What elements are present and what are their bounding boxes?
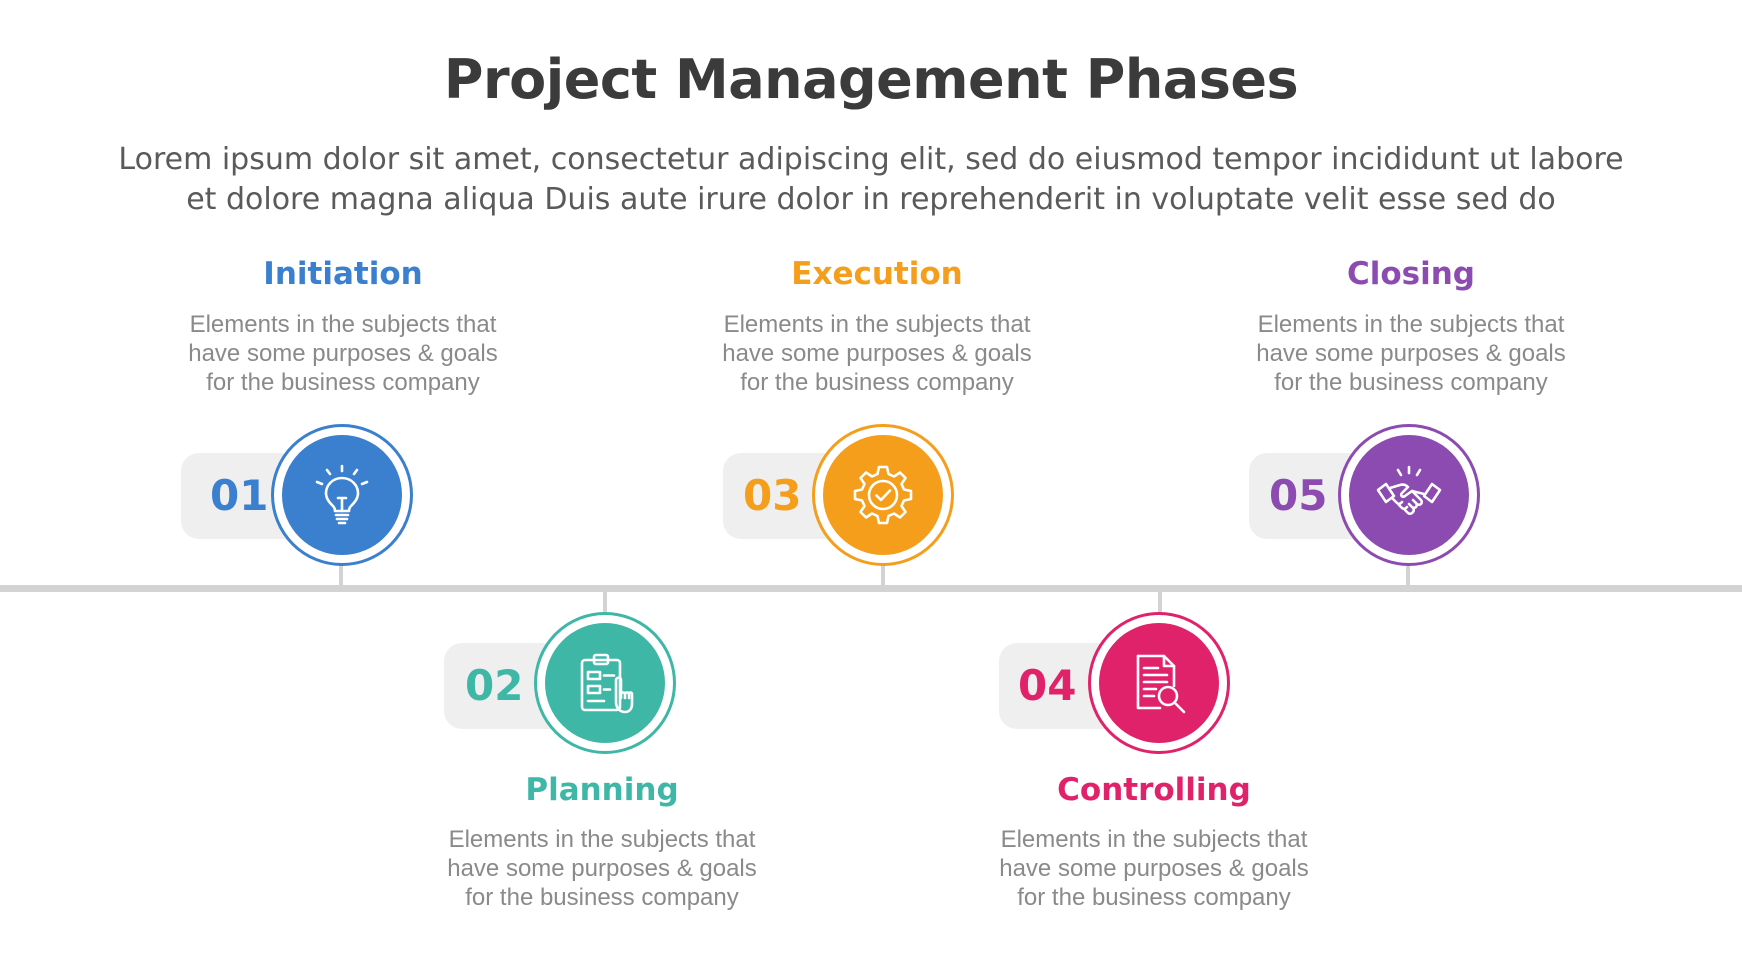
phase-circle-fill-05 [1349, 435, 1469, 555]
phase-circle-03 [812, 424, 954, 566]
gear-icon [853, 465, 913, 525]
phase-circle-fill-01 [282, 435, 402, 555]
phase-number-05: 05 [1269, 471, 1328, 520]
phase-circle-02 [534, 612, 676, 754]
desc-line: for the business company [206, 369, 480, 396]
desc-line: have some purposes & goals [999, 855, 1309, 882]
lightbulb-icon [315, 464, 369, 525]
desc-line: Elements in the subjects that [1257, 311, 1565, 338]
connector-01 [339, 565, 343, 587]
phase-circle-fill-02 [545, 623, 665, 743]
subtitle-line-2: et dolore magna aliqua Duis aute irure d… [186, 182, 1556, 217]
phase-title-planning: Planning [525, 772, 679, 808]
phase-title-initiation: Initiation [263, 256, 423, 292]
desc-line: for the business company [1017, 884, 1291, 911]
phase-desc-initiation: Elements in the subjects that have some … [133, 310, 553, 397]
subtitle-line-1: Lorem ipsum dolor sit amet, consectetur … [118, 142, 1624, 177]
connector-02 [603, 590, 607, 612]
connector-03 [881, 565, 885, 587]
phase-circle-05 [1338, 424, 1480, 566]
clipboard-icon [580, 653, 634, 714]
phase-number-03: 03 [743, 471, 802, 520]
phase-desc-execution: Elements in the subjects that have some … [667, 310, 1087, 397]
page-subtitle: Lorem ipsum dolor sit amet, consectetur … [71, 140, 1671, 220]
desc-line: for the business company [465, 884, 739, 911]
desc-line: Elements in the subjects that [1000, 826, 1308, 853]
phase-number-02: 02 [465, 661, 524, 710]
phase-circle-fill-04 [1099, 623, 1219, 743]
page-title: Project Management Phases [443, 48, 1299, 111]
timeline-line [0, 585, 1742, 592]
phase-circle-01 [271, 424, 413, 566]
desc-line: Elements in the subjects that [723, 311, 1031, 338]
phase-title-controlling: Controlling [1057, 772, 1251, 808]
desc-line: for the business company [740, 369, 1014, 396]
phase-desc-planning: Elements in the subjects that have some … [392, 825, 812, 912]
desc-line: Elements in the subjects that [448, 826, 756, 853]
desc-line: have some purposes & goals [722, 340, 1032, 367]
desc-line: have some purposes & goals [188, 340, 498, 367]
phase-desc-controlling: Elements in the subjects that have some … [944, 825, 1364, 912]
phase-number-01: 01 [210, 471, 269, 520]
phase-title-closing: Closing [1346, 256, 1475, 292]
phase-desc-closing: Elements in the subjects that have some … [1201, 310, 1621, 397]
desc-line: have some purposes & goals [447, 855, 757, 882]
phase-circle-fill-03 [823, 435, 943, 555]
phase-number-04: 04 [1018, 661, 1077, 710]
connector-05 [1406, 565, 1410, 587]
connector-04 [1158, 590, 1162, 612]
handshake-icon [1376, 465, 1442, 516]
desc-line: have some purposes & goals [1256, 340, 1566, 367]
phase-circle-04 [1088, 612, 1230, 754]
phase-title-execution: Execution [791, 256, 963, 292]
document-search-icon [1136, 654, 1186, 714]
desc-line: for the business company [1274, 369, 1548, 396]
desc-line: Elements in the subjects that [189, 311, 497, 338]
